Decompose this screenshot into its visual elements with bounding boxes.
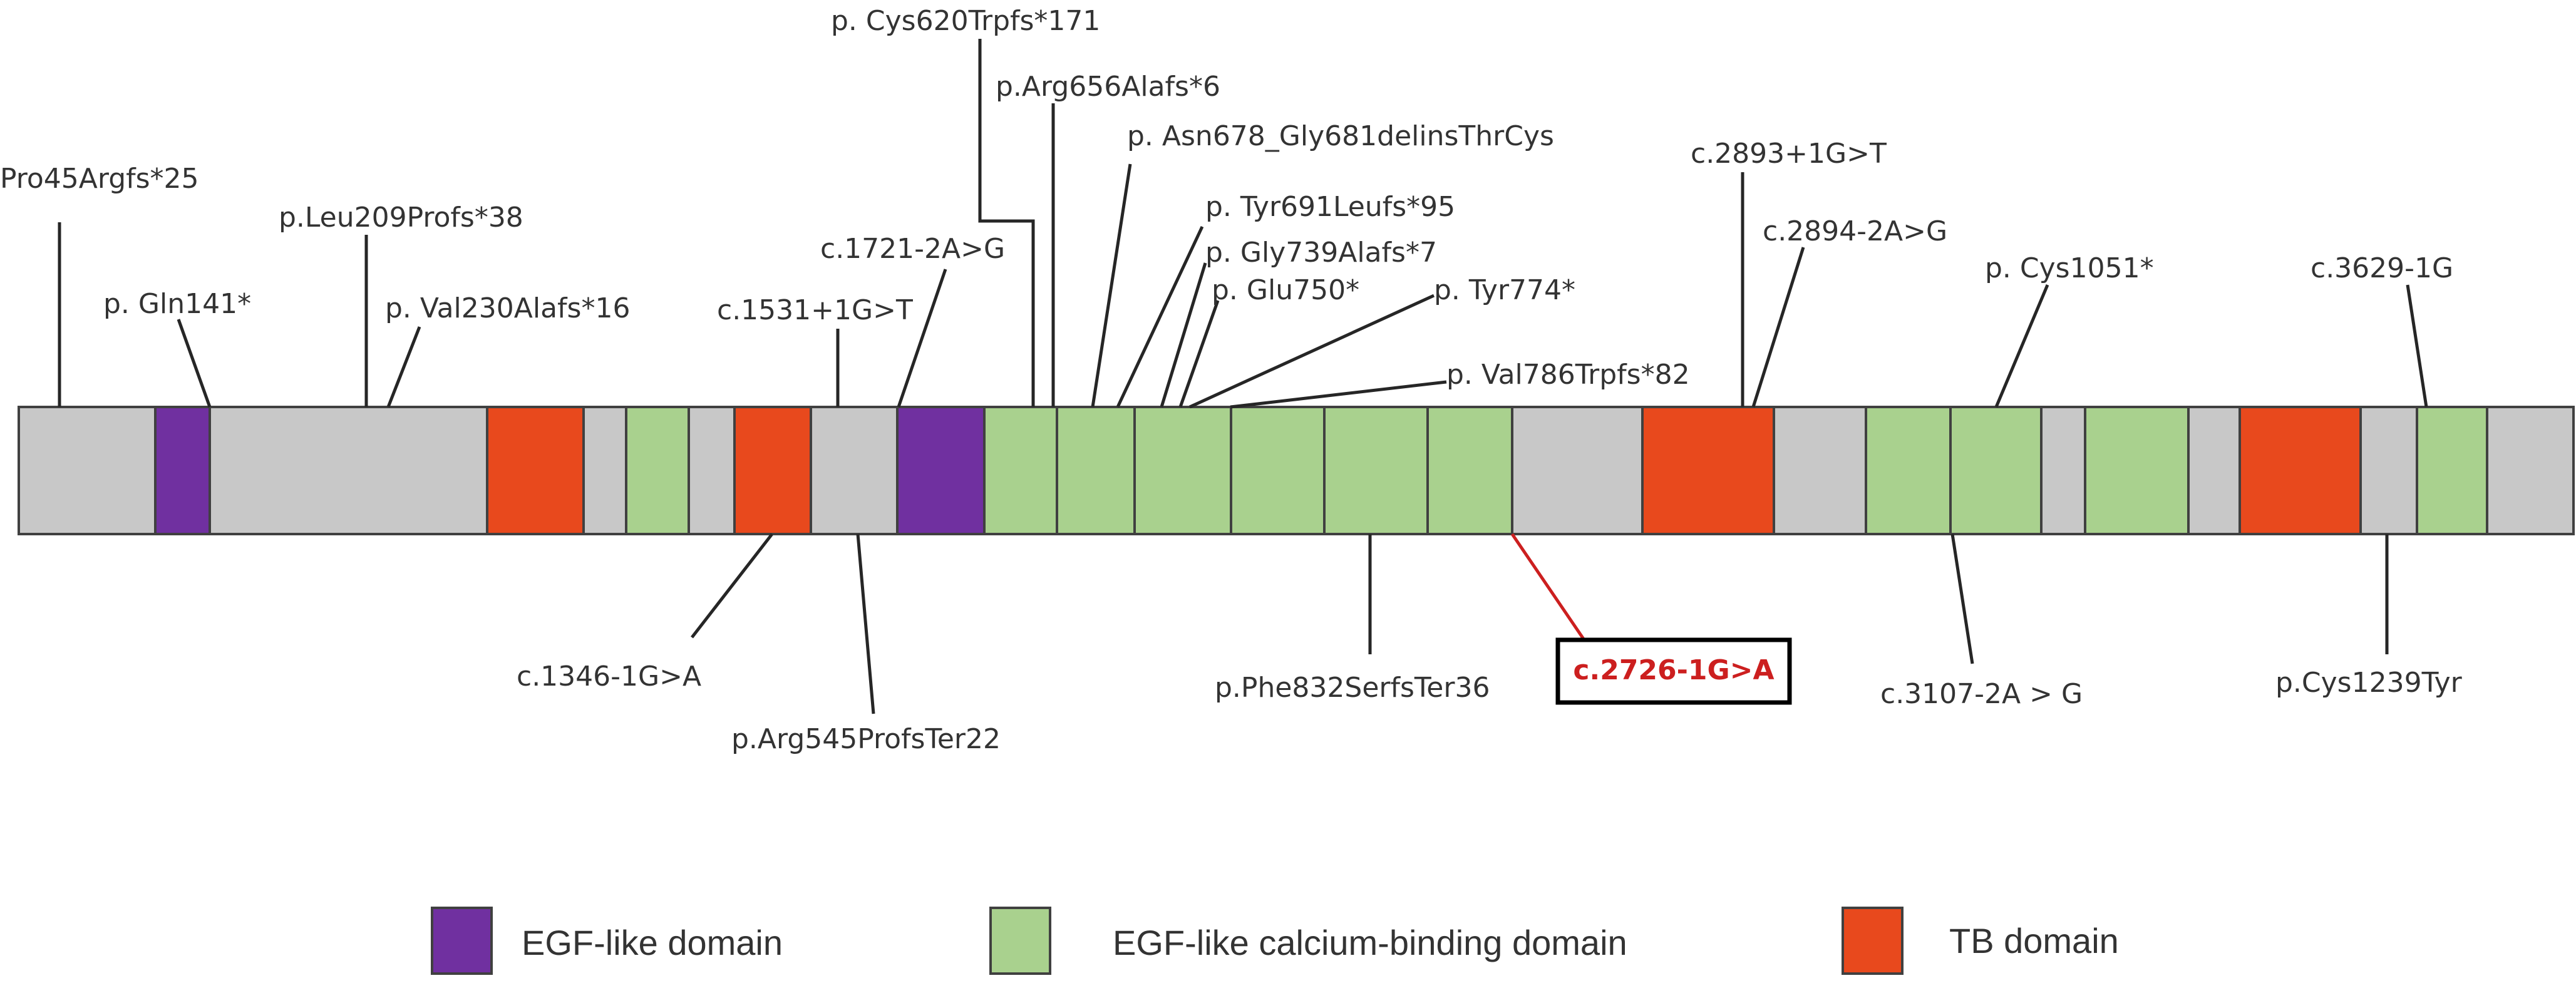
highlighted-variant: c.2726-1G>A (1555, 637, 1792, 705)
leader-line (1751, 247, 1805, 408)
domain-segment-egf-ca (1426, 406, 1513, 535)
domain-segment-egf-ca (2084, 406, 2190, 535)
variant-label: p. Tyr691Leufs*95 (1205, 191, 1455, 223)
domain-segment-egf-ca (1133, 406, 1232, 535)
variant-label: c.1346-1G>A (517, 661, 701, 692)
variant-label: p. Glu750* (1212, 274, 1359, 306)
domain-segment-tb (733, 406, 812, 535)
leader-line (856, 533, 875, 714)
variant-label: c.2894-2A>G (1763, 215, 1947, 247)
legend-label-tb: TB domain (1949, 921, 2119, 960)
domain-segment-other (688, 406, 736, 535)
domain-segment-other (2486, 406, 2575, 535)
domain-segment-other (2187, 406, 2241, 535)
legend-swatch-egf (431, 907, 493, 975)
domain-segment-egf (154, 406, 211, 535)
variant-label: p. Cys620Trpfs*171 (831, 5, 1100, 37)
variant-label: p. Val786Trpfs*82 (1446, 359, 1690, 391)
domain-segment-other (582, 406, 627, 535)
variant-label: p.Cys1239Tyr (2275, 667, 2463, 699)
legend-swatch-tb (1842, 907, 1904, 975)
variant-label: p. Tyr774* (1434, 274, 1575, 306)
domain-segment-tb (486, 406, 585, 535)
legend-label-egf-ca: EGF-like calcium-binding domain (1113, 923, 1627, 962)
leader-line (177, 319, 212, 408)
domain-segment-egf-ca (1056, 406, 1136, 535)
variant-label: c.3629-1G (2311, 252, 2453, 284)
highlighted-variant-label: c.2726-1G>A (1573, 654, 1774, 686)
leader-line (1188, 294, 1435, 409)
leader-line (1116, 225, 1204, 408)
domain-segment-egf-ca (1230, 406, 1326, 535)
leader-line (691, 533, 773, 639)
legend-swatch-egf-ca (989, 907, 1051, 975)
domain-segment-other (1773, 406, 1867, 535)
variants-below: c.1346-1G>A p.Arg545ProfsTer22 p.Phe832S… (517, 661, 2463, 755)
leader-line (1091, 163, 1132, 408)
domain-segment-egf-ca (1323, 406, 1429, 535)
variant-label: p.Phe832SerfsTer36 (1215, 672, 1490, 704)
variant-label: p. Asn678_Gly681delinsThrCys (1127, 120, 1554, 152)
leader-line (1178, 300, 1220, 408)
variant-label: p.Arg656Alafs*6 (996, 71, 1220, 103)
domain-segment-other (209, 406, 488, 535)
legend: EGF-like domain EGF-like calcium-binding… (431, 907, 2119, 975)
domain-segment-egf (896, 406, 986, 535)
leader-line (1160, 262, 1207, 408)
domain-segment-egf-ca (625, 406, 690, 535)
legend-label-egf: EGF-like domain (522, 923, 783, 962)
variant-label: c.1531+1G>T (717, 294, 913, 326)
variant-label: p. Gln141* (103, 288, 251, 320)
variant-label: p.Leu209Profs*38 (279, 202, 523, 234)
leader-line (897, 269, 947, 408)
domain-segment-other (2040, 406, 2086, 535)
domain-segment-tb (2239, 406, 2362, 535)
domain-segment-egf-ca (983, 406, 1058, 535)
domain-segment-other (810, 406, 899, 535)
domain-segment-egf-ca (2416, 406, 2488, 535)
leader-line (978, 39, 1035, 407)
domain-segment-other (2359, 406, 2418, 535)
leader-line (1994, 284, 2049, 408)
leader-line (1230, 380, 1447, 409)
domain-segment-egf-ca (1865, 406, 1952, 535)
domain-segment-egf-ca (1949, 406, 2043, 535)
highlighted-leader-line (1510, 533, 1586, 641)
variants-above: Pro45Argfs*25 p. Gln141* p.Leu209Profs*3… (0, 5, 2453, 391)
variant-label: p. Gly739Alafs*7 (1205, 237, 1437, 269)
domain-segment-tb (1641, 406, 1775, 535)
leader-lines (58, 39, 2428, 714)
variant-label: p. Val230Alafs*16 (385, 292, 630, 324)
variant-label: Pro45Argfs*25 (0, 163, 199, 195)
protein-bar (18, 406, 2575, 535)
variant-label: p. Cys1051* (1985, 252, 2154, 284)
domain-segment-other (1511, 406, 1644, 535)
variant-label: c.1721-2A>G (820, 233, 1005, 265)
leader-line (386, 326, 421, 408)
variant-label: c.3107-2A > G (1880, 678, 2083, 710)
domain-segment-other (18, 406, 157, 535)
leader-line (2406, 284, 2428, 408)
leader-line (1950, 533, 1974, 664)
variant-label: c.2893+1G>T (1691, 138, 1887, 170)
variant-label: p.Arg545ProfsTer22 (731, 723, 1001, 755)
